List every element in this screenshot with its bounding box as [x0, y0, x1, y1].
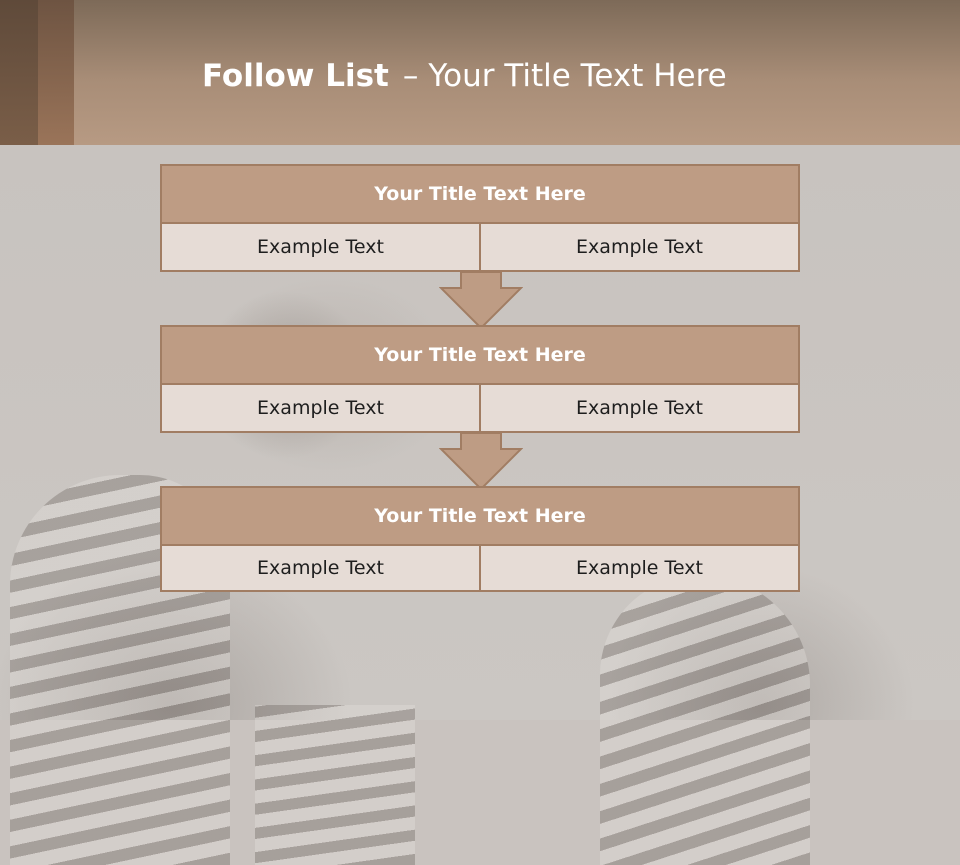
step-cell-right: Example Text	[479, 546, 798, 590]
header-accent-bar	[0, 0, 38, 145]
step-row: Example Text Example Text	[162, 546, 798, 590]
step-card-2: Your Title Text Here Example Text Exampl…	[160, 325, 800, 433]
step-row: Example Text Example Text	[162, 385, 798, 431]
step-title: Your Title Text Here	[162, 327, 798, 385]
slide-title: Follow List–Your Title Text Here	[202, 54, 727, 98]
step-cell-right: Example Text	[479, 224, 798, 270]
step-cell-left: Example Text	[162, 546, 479, 590]
step-title: Your Title Text Here	[162, 166, 798, 224]
slide-title-bold: Follow List	[202, 58, 389, 94]
step-card-3: Your Title Text Here Example Text Exampl…	[160, 486, 800, 592]
photo-stripes-center	[255, 705, 415, 865]
step-cell-right: Example Text	[479, 385, 798, 431]
step-row: Example Text Example Text	[162, 224, 798, 270]
down-arrow-icon	[439, 432, 523, 490]
slide-title-rest: Your Title Text Here	[428, 58, 727, 94]
header-accent-bar	[38, 0, 74, 145]
step-card-1: Your Title Text Here Example Text Exampl…	[160, 164, 800, 272]
photo-stripes-right	[600, 575, 810, 865]
down-arrow-icon	[439, 271, 523, 329]
slide-title-dash: –	[402, 58, 419, 94]
slide-header: Follow List–Your Title Text Here	[0, 0, 960, 145]
step-cell-left: Example Text	[162, 224, 479, 270]
step-cell-left: Example Text	[162, 385, 479, 431]
step-title: Your Title Text Here	[162, 488, 798, 546]
